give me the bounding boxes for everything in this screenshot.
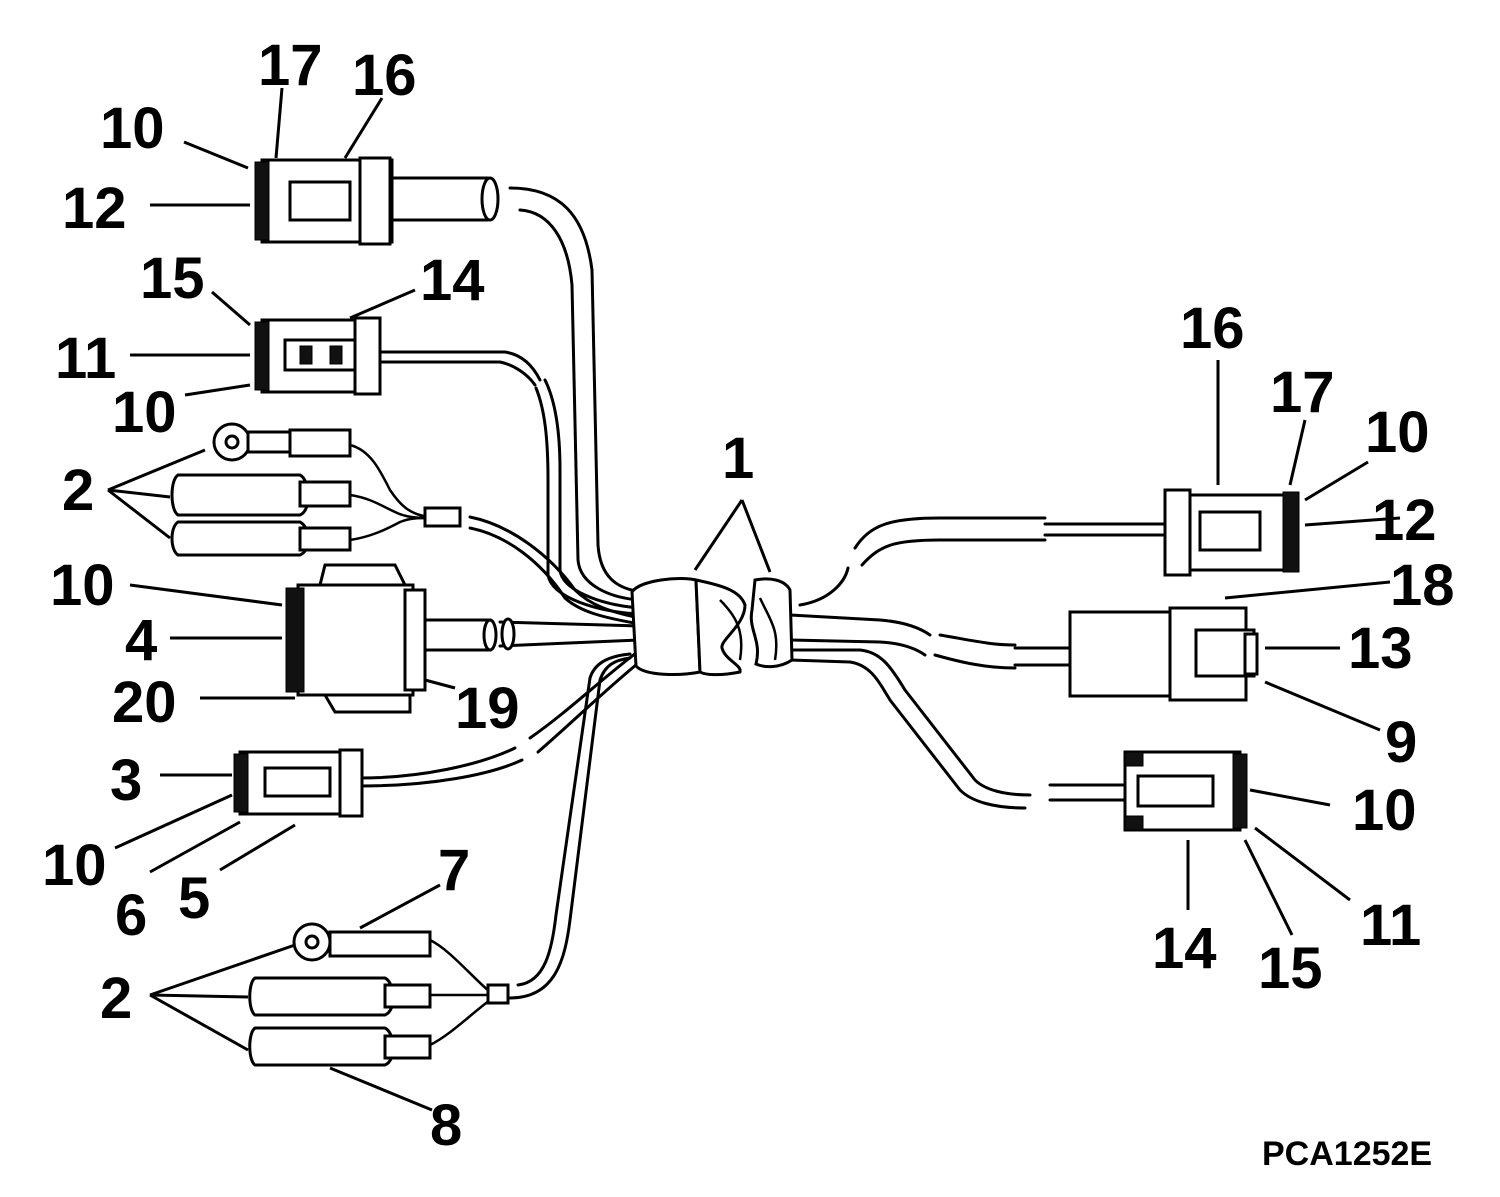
harness-wires bbox=[349, 186, 1167, 1047]
callout-4: 4 bbox=[125, 608, 157, 673]
connector-right-middle bbox=[1068, 606, 1259, 702]
callout-6: 6 bbox=[115, 883, 147, 948]
connector-top-left bbox=[254, 156, 500, 246]
callout-10-right-lower: 10 bbox=[1352, 778, 1417, 843]
leader-lines bbox=[107, 87, 1401, 1112]
callout-14-right-lower: 14 bbox=[1152, 916, 1217, 981]
callout-10-plug: 10 bbox=[50, 553, 115, 618]
callout-13: 13 bbox=[1348, 616, 1413, 681]
callout-11-right-lower: 11 bbox=[1360, 893, 1421, 958]
callout-11-mid-left: 11 bbox=[55, 326, 116, 391]
callout-14-mid-left: 14 bbox=[420, 248, 485, 313]
callout-12-right-top: 12 bbox=[1372, 488, 1437, 553]
callout-15-right-lower: 15 bbox=[1258, 936, 1323, 1001]
harness-breakout-sleeve bbox=[630, 577, 794, 677]
callout-8: 8 bbox=[430, 1093, 462, 1158]
callout-7: 7 bbox=[438, 838, 470, 903]
callout-12-top-left: 12 bbox=[62, 176, 127, 241]
callout-9: 9 bbox=[1385, 710, 1417, 775]
callout-10-lower-left: 10 bbox=[42, 833, 107, 898]
connector-right-top bbox=[1163, 488, 1300, 577]
callout-10-mid-left: 10 bbox=[112, 380, 177, 445]
connector-lower-left bbox=[233, 748, 364, 818]
callout-1: 1 bbox=[722, 426, 754, 491]
callout-17-top-left: 17 bbox=[258, 33, 323, 98]
terminal-cluster-upper bbox=[170, 422, 462, 557]
connector-right-lower bbox=[1123, 750, 1248, 832]
connector-mid-left bbox=[254, 316, 382, 396]
callout-10-right-top: 10 bbox=[1365, 400, 1430, 465]
callout-labels: 1 2 2 3 4 5 6 7 8 9 10 10 10 10 10 10 11… bbox=[42, 33, 1455, 1158]
callout-18: 18 bbox=[1390, 553, 1455, 618]
callout-2-upper: 2 bbox=[62, 458, 94, 523]
figure-id: PCA1252E bbox=[1262, 1135, 1432, 1173]
connector-large-plug bbox=[285, 563, 516, 714]
callout-16-top-left: 16 bbox=[352, 43, 417, 108]
callout-2-lower: 2 bbox=[100, 966, 132, 1031]
callout-10-top-left: 10 bbox=[100, 96, 165, 161]
callout-17-right-top: 17 bbox=[1270, 360, 1335, 425]
callout-20: 20 bbox=[112, 670, 177, 735]
terminal-cluster-lower bbox=[248, 922, 510, 1067]
callout-5: 5 bbox=[178, 866, 210, 931]
callout-19: 19 bbox=[455, 676, 520, 741]
callout-16-right-top: 16 bbox=[1180, 296, 1245, 361]
callout-3: 3 bbox=[110, 748, 142, 813]
callout-15-mid-left: 15 bbox=[140, 246, 205, 311]
